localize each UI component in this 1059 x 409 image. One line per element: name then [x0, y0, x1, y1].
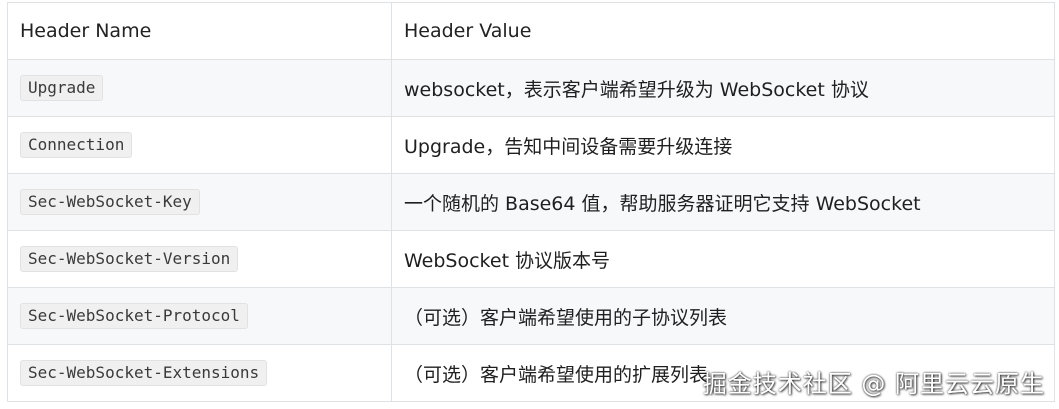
watermark: 掘金技术社区 @ 阿里云云原生: [702, 370, 1045, 398]
header-value-cell: Upgrade，告知中间设备需要升级连接: [391, 116, 1055, 174]
header-name-cell: Sec-WebSocket-Version: [7, 230, 392, 288]
header-name-code: Sec-WebSocket-Version: [20, 246, 239, 272]
table-row: Sec-WebSocket-Key 一个随机的 Base64 值，帮助服务器证明…: [7, 173, 1055, 231]
header-value-cell: （可选）客户端希望使用的子协议列表: [391, 287, 1055, 345]
header-name-code: Sec-WebSocket-Key: [20, 189, 200, 215]
table-header-row: Header Name Header Value: [7, 2, 1055, 60]
websocket-headers-table: Header Name Header Value Upgrade websock…: [7, 2, 1055, 402]
header-name-code: Upgrade: [20, 75, 104, 101]
header-name-cell: Upgrade: [7, 59, 392, 117]
table-row: Sec-WebSocket-Protocol （可选）客户端希望使用的子协议列表: [7, 287, 1055, 345]
header-name-code: Connection: [20, 132, 133, 158]
column-header-name: Header Name: [7, 2, 392, 60]
header-name-code: Sec-WebSocket-Protocol: [20, 303, 248, 329]
header-name-cell: Connection: [7, 116, 392, 174]
header-value-cell: WebSocket 协议版本号: [391, 230, 1055, 288]
header-name-cell: Sec-WebSocket-Protocol: [7, 287, 392, 345]
header-name-cell: Sec-WebSocket-Key: [7, 173, 392, 231]
table-row: Sec-WebSocket-Version WebSocket 协议版本号: [7, 230, 1055, 288]
table-row: Upgrade websocket，表示客户端希望升级为 WebSocket 协…: [7, 59, 1055, 117]
header-value-cell: websocket，表示客户端希望升级为 WebSocket 协议: [391, 59, 1055, 117]
header-value-cell: （可选）客户端希望使用的扩展列表: [391, 344, 1055, 402]
table-row: Connection Upgrade，告知中间设备需要升级连接: [7, 116, 1055, 174]
column-header-value: Header Value: [391, 2, 1055, 60]
header-name-cell: Sec-WebSocket-Extensions: [7, 344, 392, 402]
header-name-code: Sec-WebSocket-Extensions: [20, 360, 268, 386]
header-value-cell: 一个随机的 Base64 值，帮助服务器证明它支持 WebSocket: [391, 173, 1055, 231]
table-row: Sec-WebSocket-Extensions （可选）客户端希望使用的扩展列…: [7, 344, 1055, 402]
